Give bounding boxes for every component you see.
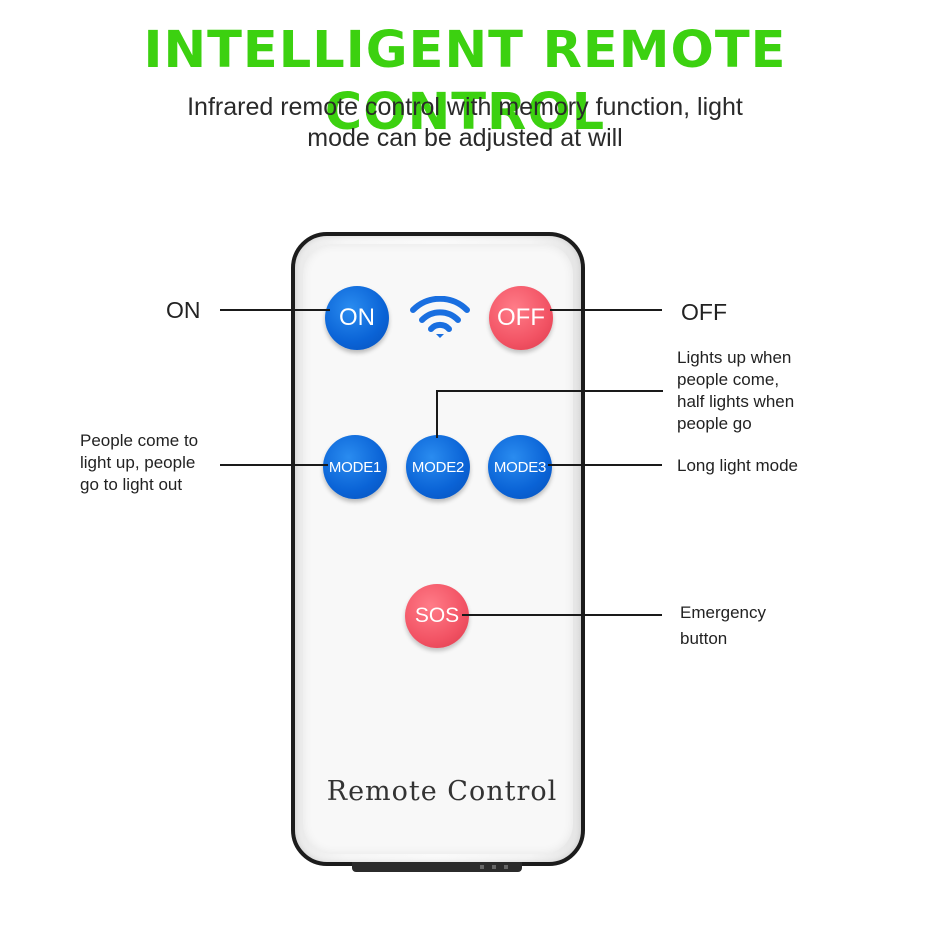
on-button[interactable]: ON — [325, 286, 389, 350]
annotation-mode1-line: go to light out — [80, 475, 183, 494]
leader-line-mode1 — [220, 464, 328, 466]
mode3-button[interactable]: MODE3 — [488, 435, 552, 499]
annotation-mode1: People come to light up, people go to li… — [80, 430, 198, 496]
on-button-label: ON — [339, 304, 375, 331]
leader-line-mode2-vertical — [436, 390, 438, 438]
annotation-mode2: Lights up when people come, half lights … — [677, 347, 794, 435]
annotation-mode1-line: light up, people — [80, 453, 196, 472]
page-subtitle: Infrared remote control with memory func… — [120, 92, 810, 154]
mode1-button-label: MODE1 — [328, 458, 382, 476]
subtitle-line-1: Infrared remote control with memory func… — [187, 93, 743, 121]
page-title: INTELLIGENT REMOTE CONTROL — [143, 21, 787, 142]
leader-line-on — [220, 309, 330, 311]
battery-slot-notch — [504, 865, 508, 869]
wifi-signal-icon — [410, 296, 470, 338]
battery-slot — [352, 862, 522, 872]
leader-line-mode2-horizontal — [436, 390, 663, 392]
sos-button[interactable]: SOS — [405, 584, 469, 648]
mode3-button-label: MODE3 — [493, 458, 547, 476]
annotation-mode2-line: half lights when — [677, 392, 795, 411]
mode2-button-label: MODE2 — [411, 458, 465, 476]
subtitle-line-2: mode can be adjusted at will — [307, 124, 623, 152]
mode2-button[interactable]: MODE2 — [406, 435, 470, 499]
annotation-mode2-line: people go — [677, 414, 752, 433]
mode1-button[interactable]: MODE1 — [323, 435, 387, 499]
leader-line-sos — [462, 614, 662, 616]
annotation-mode2-line: people come, — [677, 370, 780, 389]
battery-slot-notch — [492, 865, 496, 869]
leader-line-off — [550, 309, 662, 311]
battery-slot-notch — [480, 865, 484, 869]
annotation-sos-line: Emergency — [680, 603, 766, 622]
annotation-mode1-line: People come to — [80, 431, 199, 450]
leader-line-mode3 — [548, 464, 662, 466]
annotation-off: OFF — [681, 299, 727, 325]
remote-label: Remote Control — [326, 776, 558, 807]
off-button-label: OFF — [497, 304, 545, 331]
annotation-sos-line: button — [680, 629, 728, 648]
annotation-mode2-line: Lights up when — [677, 348, 792, 367]
annotation-on: ON — [166, 297, 201, 323]
annotation-sos: Emergency button — [680, 600, 766, 652]
off-button[interactable]: OFF — [489, 286, 553, 350]
sos-button-label: SOS — [414, 604, 460, 627]
annotation-mode3: Long light mode — [677, 456, 798, 475]
